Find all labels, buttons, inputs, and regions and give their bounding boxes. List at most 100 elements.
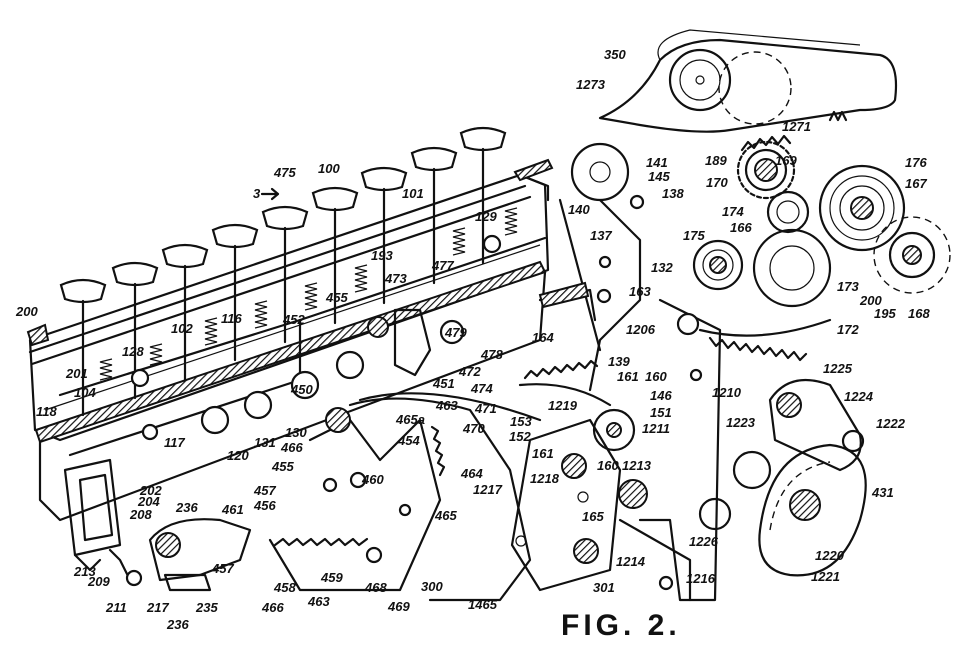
ref-468: 468 bbox=[364, 580, 387, 595]
ref-209: 209 bbox=[87, 574, 110, 589]
ref-1217: 1217 bbox=[473, 482, 503, 497]
ref-163: 163 bbox=[629, 284, 651, 299]
ref-1206: 1206 bbox=[626, 322, 656, 337]
ref-457b: 457 bbox=[211, 561, 234, 576]
sector-gear bbox=[698, 318, 832, 362]
ref-455a: 455 bbox=[325, 290, 348, 305]
ref-117: 117 bbox=[164, 435, 185, 450]
ref-469: 469 bbox=[387, 599, 410, 614]
lower-linkage bbox=[268, 308, 542, 602]
ref-161b: 161 bbox=[532, 446, 554, 461]
ref-466b: 466 bbox=[261, 600, 284, 615]
ref-202: 202 bbox=[139, 483, 162, 498]
ref-167: 167 bbox=[905, 176, 927, 191]
ref-1271: 1271 bbox=[782, 119, 811, 134]
ref-161a: 161 bbox=[617, 369, 639, 384]
ref-131: 131 bbox=[254, 435, 276, 450]
ref-104: 104 bbox=[74, 385, 96, 400]
ref-463a: 463 bbox=[435, 398, 458, 413]
ref-473: 473 bbox=[384, 271, 407, 286]
reference-numerals: 350 1273 1271 141 145 138 140 189 170 16… bbox=[15, 47, 930, 632]
ref-137: 137 bbox=[590, 228, 612, 243]
ref-454: 454 bbox=[397, 433, 420, 448]
ref-1211: 1211 bbox=[642, 421, 670, 436]
ref-474: 474 bbox=[470, 381, 493, 396]
center-mechanism bbox=[510, 142, 772, 602]
ref-160a: 160 bbox=[645, 369, 667, 384]
ref-1220: 1220 bbox=[815, 548, 845, 563]
ref-195: 195 bbox=[874, 306, 896, 321]
ref-175: 175 bbox=[683, 228, 705, 243]
ref-204: 204 bbox=[137, 494, 160, 509]
ref-431: 431 bbox=[871, 485, 894, 500]
ref-200a: 200 bbox=[15, 304, 38, 319]
ref-101: 101 bbox=[402, 186, 424, 201]
ref-211: 211 bbox=[105, 600, 127, 615]
ref-456: 456 bbox=[253, 498, 276, 513]
ref-350: 350 bbox=[604, 47, 626, 62]
ref-200b: 200 bbox=[859, 293, 882, 308]
ref-129: 129 bbox=[475, 209, 497, 224]
ref-166: 166 bbox=[730, 220, 752, 235]
ref-1226: 1226 bbox=[689, 534, 719, 549]
ref-145: 145 bbox=[648, 169, 670, 184]
ref-479: 479 bbox=[444, 325, 467, 340]
ref-457a: 457 bbox=[253, 483, 276, 498]
gear-train bbox=[692, 110, 951, 308]
key-springs bbox=[99, 207, 518, 381]
ref-102: 102 bbox=[171, 321, 193, 336]
ref-477: 477 bbox=[431, 258, 454, 273]
ref-236a: 236 bbox=[175, 500, 198, 515]
cover-plate bbox=[598, 29, 898, 133]
ref-451: 451 bbox=[432, 376, 455, 391]
ref-301: 301 bbox=[593, 580, 615, 595]
ref-170: 170 bbox=[706, 175, 728, 190]
ref-118: 118 bbox=[36, 404, 57, 419]
ref-1219: 1219 bbox=[548, 398, 578, 413]
ref-168: 168 bbox=[908, 306, 930, 321]
ref-201: 201 bbox=[65, 366, 88, 381]
ref-1225: 1225 bbox=[823, 361, 853, 376]
ref-138: 138 bbox=[662, 186, 684, 201]
ref-1273: 1273 bbox=[576, 77, 606, 92]
ref-300: 300 bbox=[421, 579, 443, 594]
ref-478: 478 bbox=[480, 347, 503, 362]
ref-1224: 1224 bbox=[844, 389, 874, 404]
ref-235: 235 bbox=[195, 600, 218, 615]
ref-475: 475 bbox=[273, 165, 296, 180]
ref-1218: 1218 bbox=[530, 471, 560, 486]
ref-176: 176 bbox=[905, 155, 927, 170]
ref-172: 172 bbox=[837, 322, 859, 337]
ref-146: 146 bbox=[650, 388, 672, 403]
ref-460: 460 bbox=[361, 472, 384, 487]
ref-189: 189 bbox=[705, 153, 727, 168]
ref-1214: 1214 bbox=[616, 554, 646, 569]
ref-169: 169 bbox=[775, 153, 797, 168]
figure-caption: FIG. 2. bbox=[561, 609, 681, 642]
ref-461: 461 bbox=[221, 502, 244, 517]
ref-452: 452 bbox=[282, 312, 305, 327]
ref-455b: 455 bbox=[271, 459, 294, 474]
ref-153: 153 bbox=[510, 414, 532, 429]
cam-assembly bbox=[758, 378, 867, 577]
ref-140: 140 bbox=[568, 202, 590, 217]
ref-1213: 1213 bbox=[622, 458, 652, 473]
frame-holes bbox=[130, 234, 502, 441]
ref-465b: 465 bbox=[434, 508, 457, 523]
ref-141: 141 bbox=[646, 155, 668, 170]
ref-466a: 466 bbox=[280, 440, 303, 455]
key bbox=[211, 223, 259, 362]
ref-132: 132 bbox=[651, 260, 673, 275]
ref-151: 151 bbox=[650, 405, 672, 420]
ref-1216: 1216 bbox=[686, 571, 716, 586]
ref-1221: 1221 bbox=[811, 569, 840, 584]
ref-1210: 1210 bbox=[712, 385, 742, 400]
ref-139: 139 bbox=[608, 354, 630, 369]
svg-text:3: 3 bbox=[253, 186, 261, 201]
ref-472: 472 bbox=[458, 364, 481, 379]
ref-1222: 1222 bbox=[876, 416, 906, 431]
ref-236b: 236 bbox=[166, 617, 189, 632]
ref-459: 459 bbox=[320, 570, 343, 585]
ref-213: 213 bbox=[73, 564, 96, 579]
